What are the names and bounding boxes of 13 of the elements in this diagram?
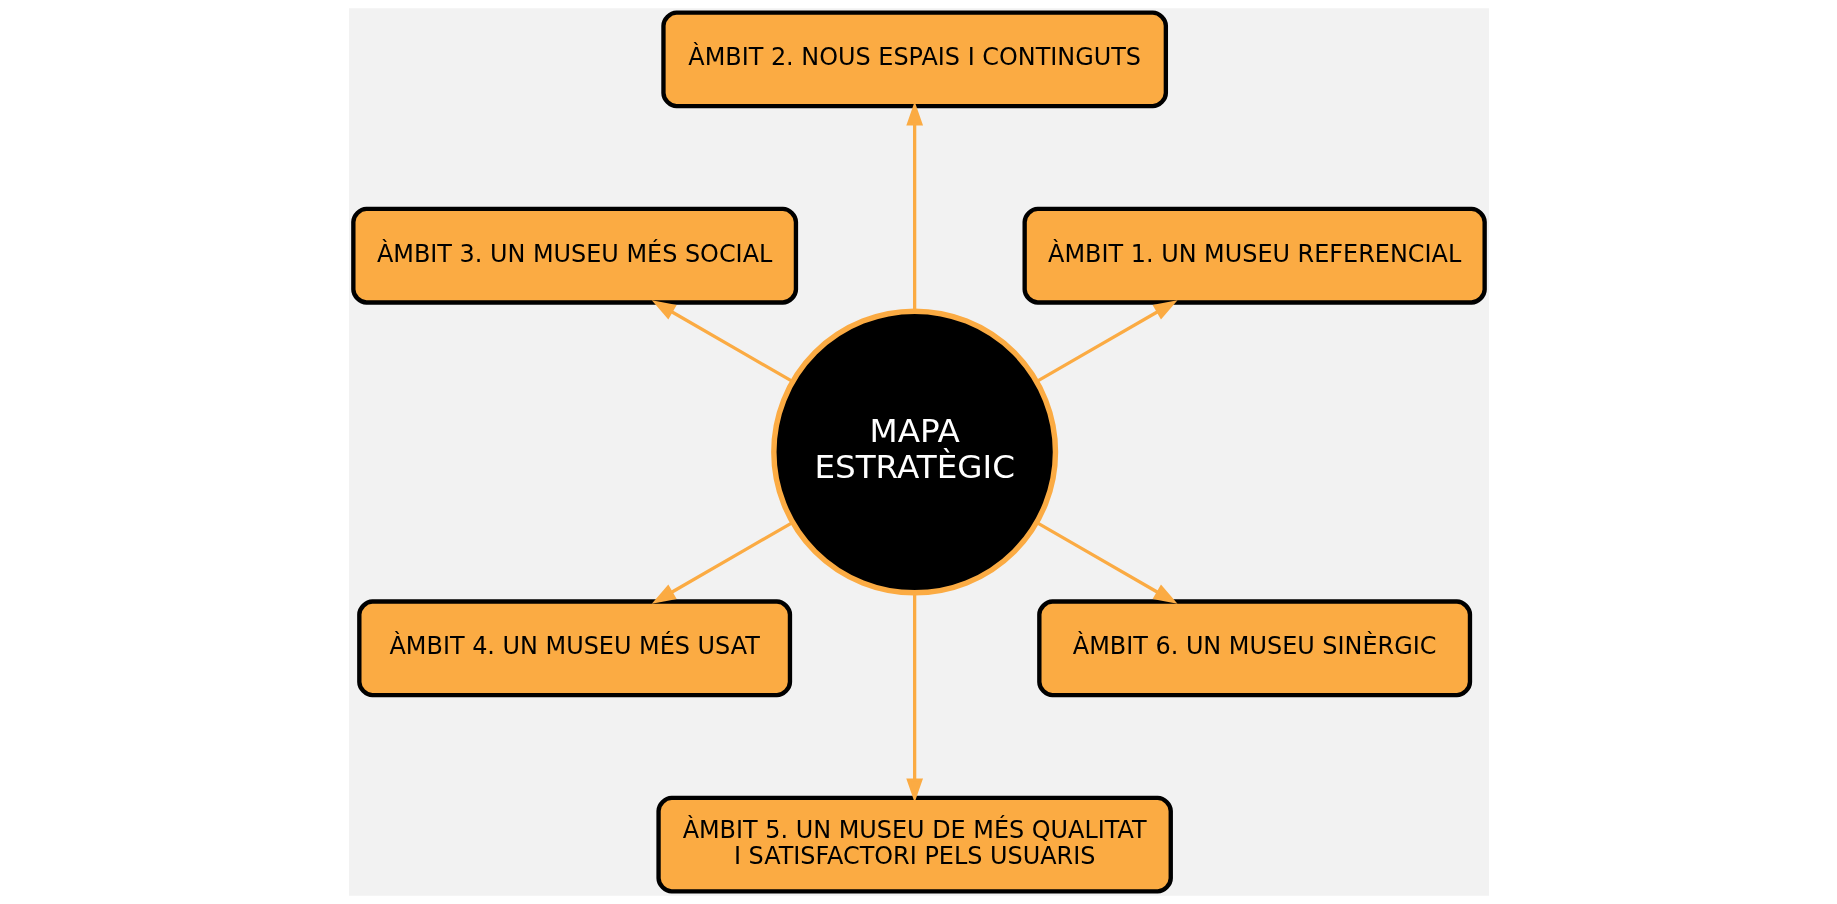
arrow xyxy=(905,101,923,312)
arrow xyxy=(1035,521,1178,604)
node-box: ÀMBIT 2. NOUS ESPAIS I CONTINGUTS xyxy=(660,10,1168,109)
node-box: ÀMBIT 1. UN MUSEU REFERENCIAL xyxy=(1022,206,1487,305)
node-box: ÀMBIT 3. UN MUSEU MÉS SOCIAL xyxy=(350,206,798,305)
node-box: ÀMBIT 5. UN MUSEU DE MÉS QUALITAT I SATISFACTORI PELS USUARIS xyxy=(655,795,1173,894)
arrow xyxy=(1035,300,1178,383)
node-box: ÀMBIT 6. UN MUSEU SINÈRGIC xyxy=(1036,599,1472,698)
arrow xyxy=(905,592,923,803)
arrow xyxy=(651,521,793,604)
arrow xyxy=(651,300,793,383)
node-box: ÀMBIT 4. UN MUSEU MÉS USAT xyxy=(356,599,792,698)
node-circle: MAPA ESTRATÈGIC xyxy=(770,308,1058,596)
